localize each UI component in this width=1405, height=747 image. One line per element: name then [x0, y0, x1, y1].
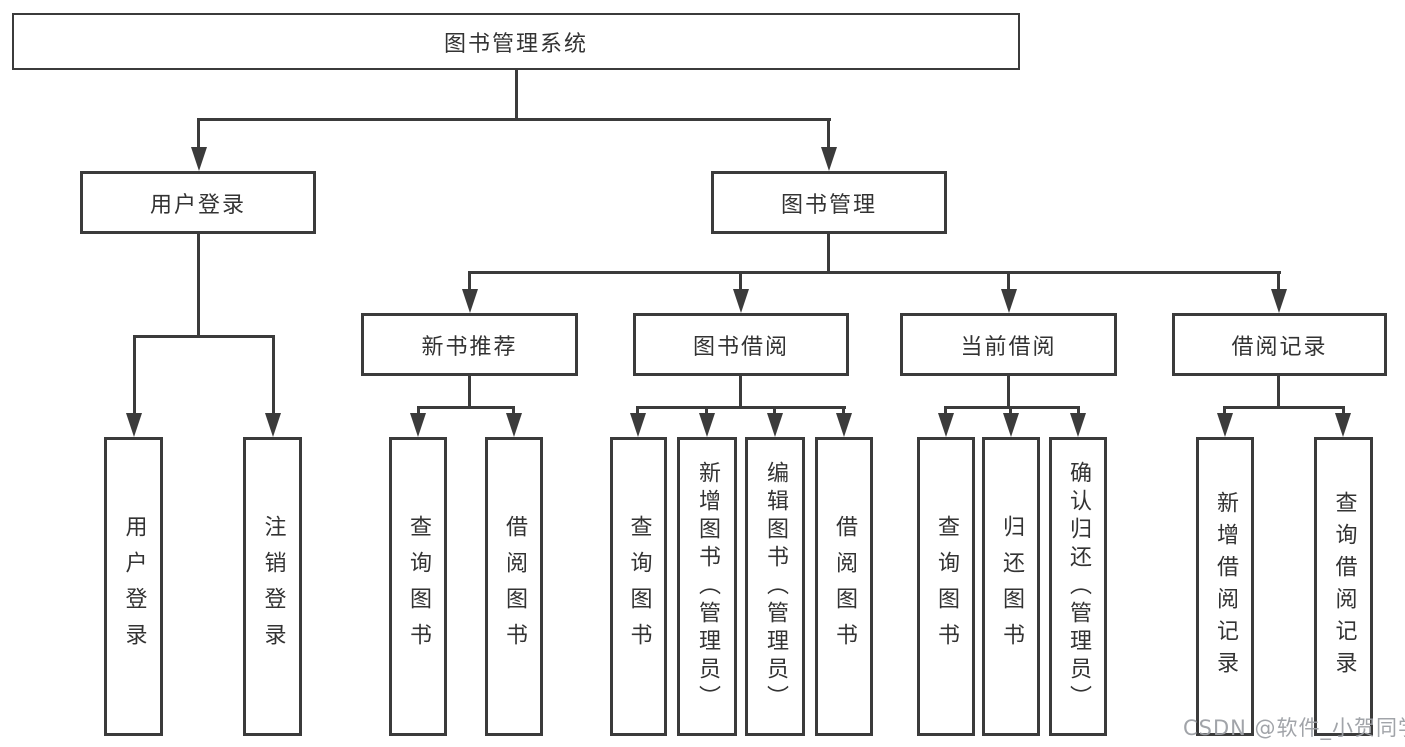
- leaf-confirm-return-admin-label: 确认归还（管理员）: [1066, 460, 1091, 713]
- leaf-edit-book-admin-label: 编辑图书（管理员）: [763, 460, 788, 713]
- node-book-management: 图书管理: [711, 171, 947, 234]
- arrowhead-icon: [1335, 413, 1351, 437]
- connector-rail: [636, 406, 846, 409]
- leaf-query-borrow-record-label: 查询借阅记录: [1331, 490, 1357, 683]
- arrowhead-icon: [836, 413, 852, 437]
- connector-drop: [133, 335, 136, 417]
- arrowhead-icon: [630, 413, 646, 437]
- arrowhead-icon: [126, 413, 142, 437]
- node-book-management-label: 图书管理: [780, 192, 877, 218]
- leaf-borrow-books-recommend-label: 借阅图书: [502, 514, 527, 659]
- leaf-return-book-label: 归还图书: [999, 514, 1024, 659]
- arrowhead-icon: [1003, 413, 1019, 437]
- node-user-login-label: 用户登录: [149, 192, 246, 218]
- connector-stem: [827, 234, 830, 273]
- leaf-query-books-recommend-label: 查询图书: [406, 514, 431, 659]
- arrowhead-icon: [821, 147, 837, 171]
- leaf-logout-label: 注销登录: [260, 514, 286, 659]
- leaf-add-book-admin-label: 新增图书（管理员）: [695, 460, 720, 713]
- node-user-login: 用户登录: [80, 171, 316, 234]
- arrowhead-icon: [410, 413, 426, 437]
- node-book-borrow: 图书借阅: [633, 313, 849, 376]
- csdn-watermark: CSDN @软件_小贺同学: [1183, 716, 1405, 740]
- connector-drop: [1277, 271, 1280, 293]
- connector-drop: [197, 118, 200, 152]
- connector-drop: [827, 118, 830, 152]
- connector-rail: [944, 406, 1080, 409]
- leaf-add-borrow-record: 新增借阅记录: [1196, 437, 1254, 736]
- connector-rail: [417, 406, 515, 409]
- arrowhead-icon: [265, 413, 281, 437]
- connector-drop: [468, 271, 471, 293]
- node-current-borrow-label: 当前借阅: [960, 334, 1057, 360]
- leaf-query-borrow-record: 查询借阅记录: [1314, 437, 1373, 736]
- leaf-borrow-books-2: 借阅图书: [815, 437, 873, 736]
- node-current-borrow: 当前借阅: [900, 313, 1117, 376]
- leaf-add-book-admin: 新增图书（管理员）: [677, 437, 737, 736]
- leaf-logout: 注销登录: [243, 437, 302, 736]
- connector-drop: [272, 335, 275, 417]
- leaf-return-book: 归还图书: [982, 437, 1040, 736]
- node-borrow-records: 借阅记录: [1172, 313, 1387, 376]
- connector-rail: [133, 335, 275, 338]
- connector-drop: [1007, 271, 1010, 293]
- node-new-book-recommend: 新书推荐: [361, 313, 578, 376]
- connector-stem: [739, 376, 742, 408]
- node-root-label: 图书管理系统: [443, 31, 588, 57]
- leaf-confirm-return-admin: 确认归还（管理员）: [1049, 437, 1107, 736]
- connector-stem: [1277, 376, 1280, 408]
- connector-drop: [739, 271, 742, 293]
- leaf-add-borrow-record-label: 新增借阅记录: [1213, 490, 1238, 683]
- leaf-borrow-books-2-label: 借阅图书: [832, 514, 857, 659]
- arrowhead-icon: [733, 289, 749, 313]
- leaf-query-books-recommend: 查询图书: [389, 437, 447, 736]
- connector-rail: [1223, 406, 1345, 409]
- connector-stem: [515, 70, 518, 120]
- leaf-query-books-current-label: 查询图书: [934, 514, 959, 659]
- connector-rail: [197, 118, 831, 121]
- arrowhead-icon: [1271, 289, 1287, 313]
- leaf-user-login: 用户登录: [104, 437, 163, 736]
- connector-stem: [1007, 376, 1010, 408]
- leaf-query-books-current: 查询图书: [917, 437, 975, 736]
- leaf-query-books-borrow: 查询图书: [610, 437, 667, 736]
- arrowhead-icon: [699, 413, 715, 437]
- arrowhead-icon: [462, 289, 478, 313]
- arrowhead-icon: [767, 413, 783, 437]
- leaf-query-books-borrow-label: 查询图书: [626, 514, 652, 659]
- leaf-edit-book-admin: 编辑图书（管理员）: [745, 437, 805, 736]
- leaf-borrow-books-recommend: 借阅图书: [485, 437, 543, 736]
- connector-rail: [468, 271, 1281, 274]
- node-new-book-recommend-label: 新书推荐: [421, 334, 518, 360]
- arrowhead-icon: [938, 413, 954, 437]
- arrowhead-icon: [1001, 289, 1017, 313]
- node-book-borrow-label: 图书借阅: [692, 334, 789, 360]
- leaf-user-login-label: 用户登录: [121, 514, 147, 659]
- node-root: 图书管理系统: [12, 13, 1020, 70]
- connector-stem: [468, 376, 471, 408]
- node-borrow-records-label: 借阅记录: [1231, 334, 1328, 360]
- arrowhead-icon: [191, 147, 207, 171]
- arrowhead-icon: [506, 413, 522, 437]
- arrowhead-icon: [1217, 413, 1233, 437]
- connector-stem: [197, 234, 200, 337]
- arrowhead-icon: [1070, 413, 1086, 437]
